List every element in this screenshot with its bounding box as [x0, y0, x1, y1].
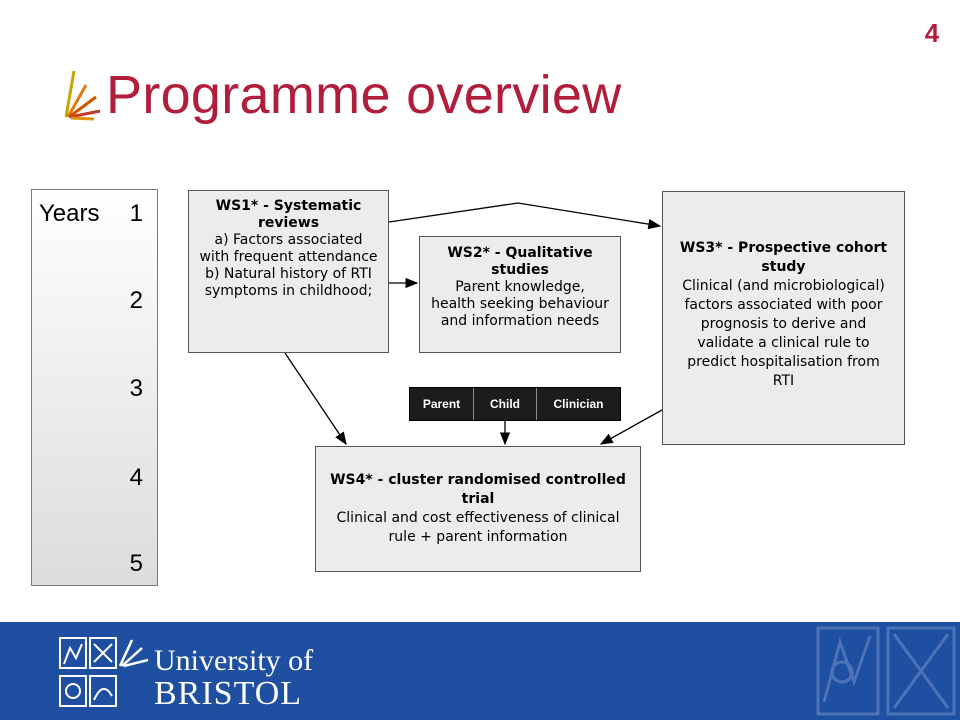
ws4-cluster-rct-box: WS4* - cluster randomised controlled tri…	[315, 446, 641, 572]
ws2-body-line-1: Parent knowledge,	[455, 279, 585, 295]
ws1-title-line-1: WS1* - Systematic	[215, 198, 362, 214]
ws4-title-line-2: trial	[461, 491, 495, 507]
year-number-1: 1	[129, 200, 143, 227]
ws2-title-line-2: studies	[491, 262, 549, 278]
page-title: Programme overview	[106, 65, 622, 125]
year-number-5: 5	[129, 550, 143, 577]
ws3-title-line-2: study	[761, 259, 806, 275]
ws3-body-line-3: prognosis to derive and	[700, 316, 867, 332]
university-name-line-1: University of	[154, 644, 314, 677]
ws4-body-line-1: Clinical and cost effectiveness of clini…	[336, 510, 620, 526]
arrow-ws1-to-ws3	[388, 202, 662, 230]
ws2-qualitative-studies-box: WS2* - Qualitative studies Parent knowle…	[419, 236, 621, 353]
year-number-3: 3	[129, 375, 143, 402]
ws2-body-line-2: health seeking behaviour	[431, 296, 609, 312]
ws3-body-line-1: Clinical (and microbiological)	[682, 278, 885, 294]
crest-watermark-icon	[816, 626, 956, 716]
ws3-prospective-cohort-box: WS3* - Prospective cohort study Clinical…	[662, 191, 905, 445]
year-number-4: 4	[129, 464, 143, 491]
ws1-body-line-1: a) Factors associated	[214, 232, 363, 248]
stakeholder-parent: Parent	[410, 388, 474, 420]
ws3-body-line-4: validate a clinical rule to	[697, 335, 870, 351]
years-timeline-panel: Years 1 2 3 4 5	[31, 189, 158, 586]
ws1-body-line-3: b) Natural history of RTI	[205, 266, 372, 282]
ws3-body-line-2: factors associated with poor	[684, 297, 883, 313]
flame-logo-icon	[64, 70, 101, 121]
university-name-line-2: BRISTOL	[154, 675, 303, 712]
ws1-body-line-2: with frequent attendance	[199, 249, 378, 265]
slide-number: 4	[924, 18, 940, 48]
ws3-body-line-6: RTI	[772, 373, 795, 389]
ws3-title-line-1: WS3* - Prospective cohort	[679, 240, 888, 256]
ws4-body-line-2: rule + parent information	[388, 529, 568, 545]
title-area: Programme overview	[60, 60, 622, 130]
stakeholder-clinician: Clinician	[553, 397, 604, 411]
arrow-ws1-to-ws4	[284, 352, 347, 446]
ws3-body-line-5: predict hospitalisation from	[687, 354, 880, 370]
years-label: Years	[39, 200, 100, 227]
stakeholder-child: Child	[474, 388, 537, 420]
ws1-systematic-reviews-box: WS1* - Systematic reviews a) Factors ass…	[188, 190, 389, 353]
stakeholder-bar: Parent Child Clinician	[409, 387, 621, 421]
year-number-2: 2	[129, 287, 143, 314]
university-footer-band: University of BRISTOL	[0, 622, 960, 720]
ws4-title-line-1: WS4* - cluster randomised controlled	[330, 472, 626, 488]
ws2-title-line-1: WS2* - Qualitative	[447, 245, 593, 261]
ws1-body-line-4: symptoms in childhood;	[204, 283, 373, 299]
ws2-body-line-3: and information needs	[440, 313, 600, 329]
ws1-title-line-2: reviews	[257, 215, 320, 231]
university-crest-icon	[59, 637, 149, 707]
